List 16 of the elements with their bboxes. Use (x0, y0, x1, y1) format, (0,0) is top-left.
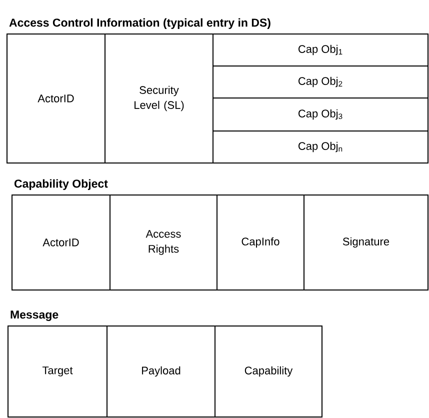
table-cell: Cap Obj$_{3}$ (212, 98, 428, 132)
table-cell: Cap Obj$_{1}$ (212, 34, 428, 66)
table-cell: Cap Obj$_{n}$ (212, 130, 428, 164)
table-cell: ActorID (12, 194, 110, 290)
table-cell: Access Rights (110, 194, 218, 290)
table-cell: Capability (214, 325, 322, 418)
node-label: Capability Object (14, 179, 108, 190)
node-label: Access Control Information (typical entry in DS) (9, 18, 270, 29)
node-label: Message (10, 310, 58, 321)
table-cell: CapInfo (216, 194, 304, 290)
table-cell: Signature (304, 194, 428, 290)
table-cell: Payload (106, 325, 216, 418)
table-cell: Target (8, 325, 108, 418)
table-cell: Security Level (SL) (104, 34, 214, 164)
table-cell: Cap Obj$_{2}$ (212, 66, 428, 98)
table-cell: ActorID (6, 34, 106, 164)
